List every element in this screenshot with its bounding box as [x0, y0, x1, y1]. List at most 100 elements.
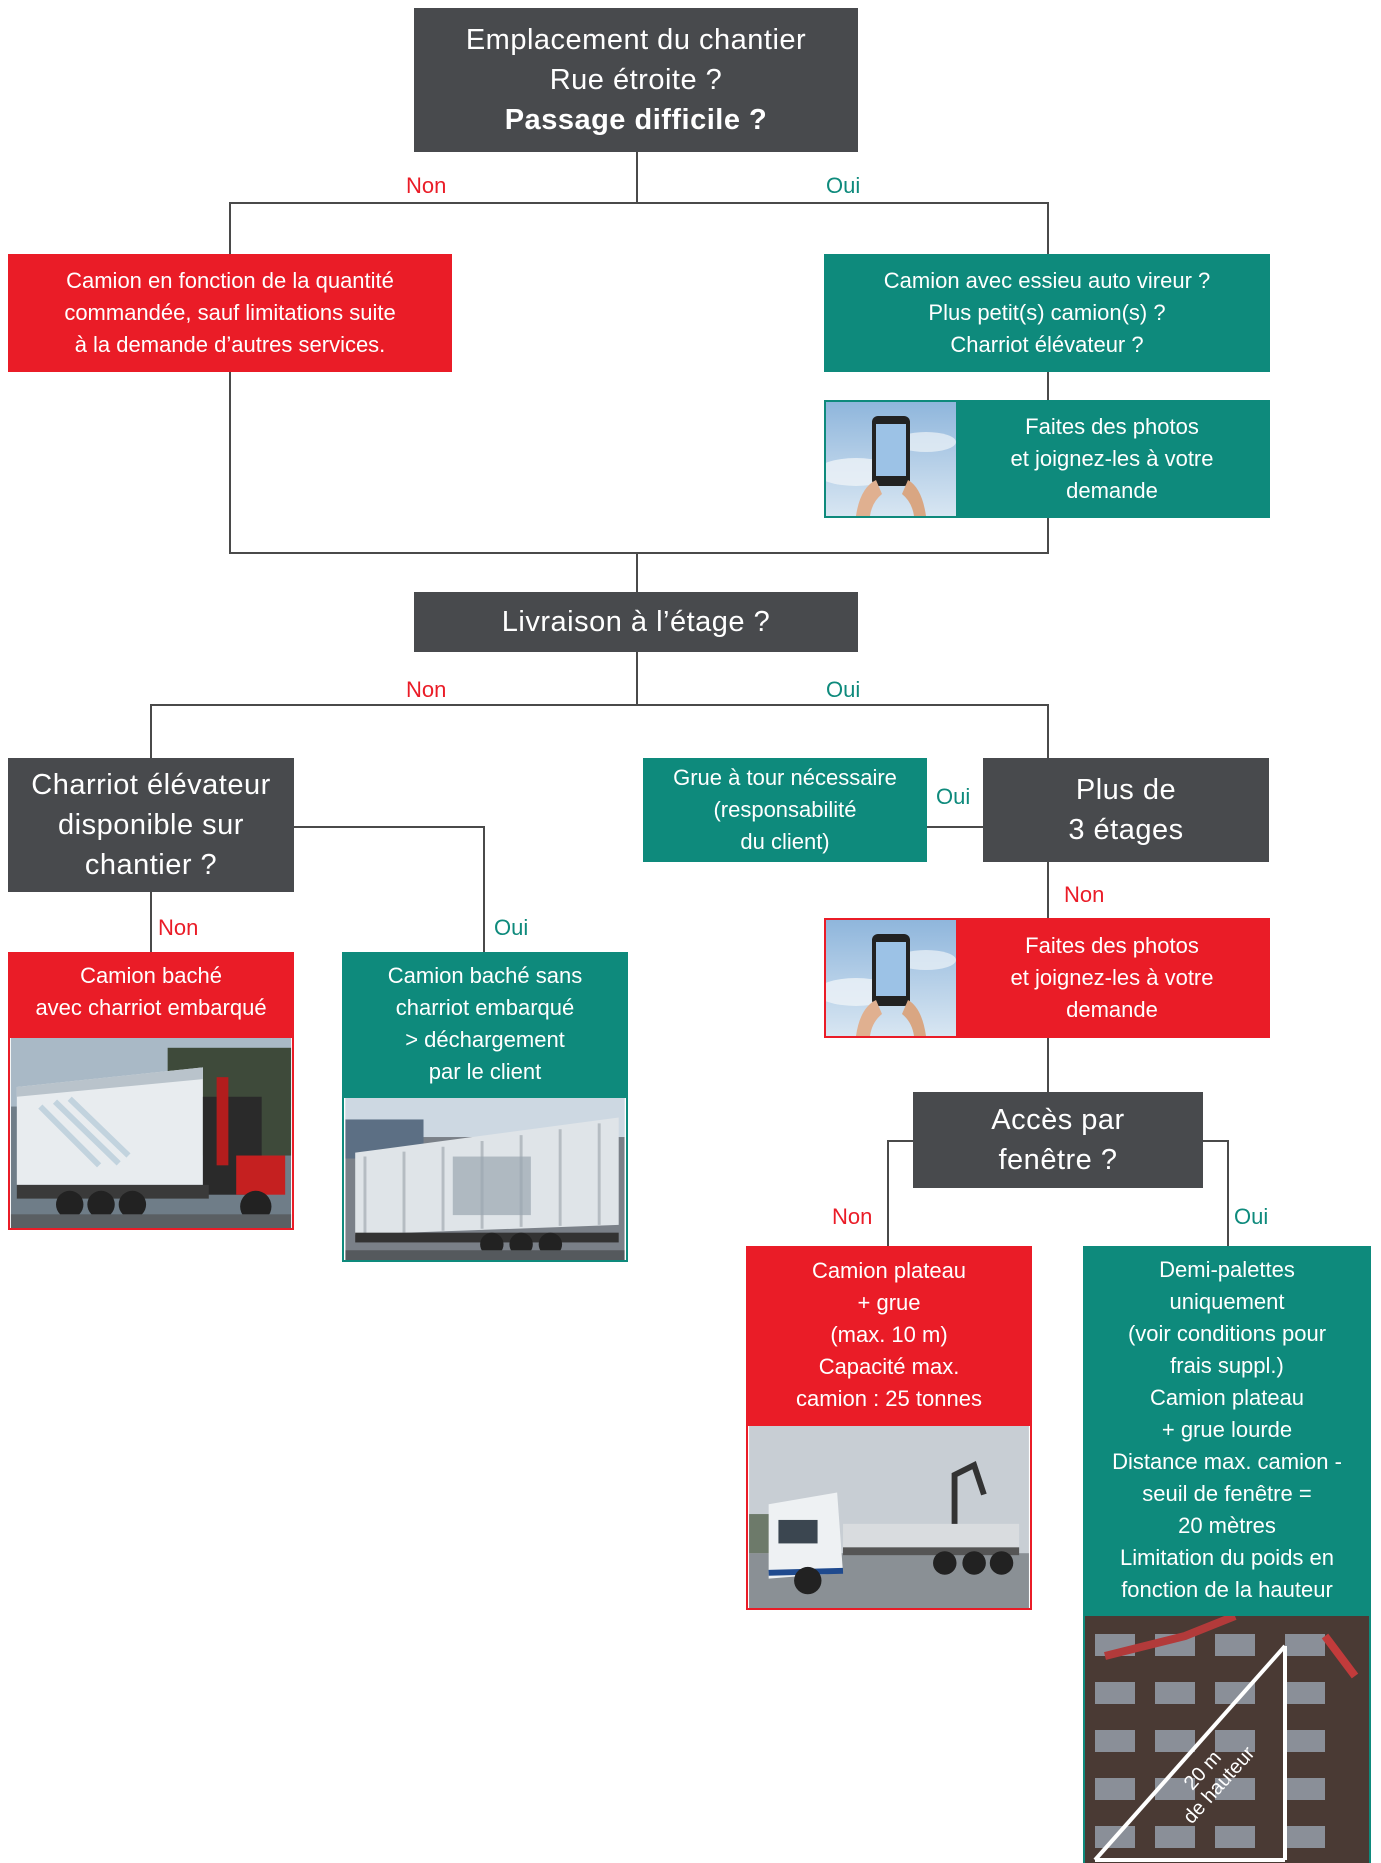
connector — [1047, 202, 1049, 254]
question-line: Emplacement du chantier — [465, 24, 807, 56]
connector — [927, 826, 983, 828]
tip-line: demande — [1066, 478, 1158, 503]
tip-line: Faites des photos — [1025, 933, 1199, 958]
connector — [483, 826, 485, 952]
answer-tower-crane-required: Grue à tour nécessaire (responsabilité d… — [643, 758, 927, 862]
answer-line: 20 mètres — [1178, 1513, 1276, 1538]
answer-line: (max. 10 m) — [830, 1322, 948, 1347]
answer-tarp-truck-no-forklift: Camion baché sans charriot embarqué > dé… — [342, 952, 628, 1096]
answer-line: seuil de fenêtre = — [1142, 1481, 1312, 1506]
answer-line: du client) — [740, 829, 830, 854]
answer-line: Charriot élévateur ? — [950, 332, 1144, 357]
connector — [636, 652, 638, 706]
answer-line: Camion en fonction de la quantité — [66, 268, 394, 293]
tip-line: et joignez-les à votre — [1010, 965, 1214, 990]
answer-line: Grue à tour nécessaire — [673, 765, 897, 790]
connector — [1047, 518, 1049, 554]
question-more-than-3-floors: Plus de 3 étages — [983, 758, 1269, 862]
connector — [150, 892, 152, 952]
answer-line: Demi-palettes — [1159, 1257, 1295, 1282]
question-forklift-on-site: Charriot élévateur disponible sur chanti… — [8, 758, 294, 892]
connector — [636, 552, 638, 592]
phone-photo-icon — [826, 402, 956, 516]
question-floor-delivery: Livraison à l’étage ? — [414, 592, 858, 652]
question-window-access: Accès par fenêtre ? — [913, 1092, 1203, 1188]
connector — [1047, 704, 1049, 758]
flatbed-crane-truck-photo — [746, 1424, 1032, 1610]
question-line: Passage difficile ? — [504, 104, 768, 136]
phone-photo-icon — [826, 920, 956, 1036]
tarp-truck-forklift-photo — [8, 1036, 294, 1230]
tarp-truck-photo — [342, 1096, 628, 1262]
question-line: disponible sur — [58, 809, 244, 841]
answer-line: (responsabilité — [713, 797, 857, 822]
answer-line: commandée, sauf limitations suite — [64, 300, 396, 325]
question-line: Charriot élévateur — [31, 769, 271, 801]
answer-line: Camion avec essieu auto vireur ? — [883, 268, 1211, 293]
question-line: Livraison à l’étage ? — [501, 606, 771, 638]
connector — [150, 704, 152, 758]
question-site-location: Emplacement du chantier Rue étroite ? Pa… — [414, 8, 858, 152]
answer-line: Camion plateau — [1149, 1385, 1305, 1410]
answer-line: Distance max. camion - — [1112, 1449, 1342, 1474]
question-line: fenêtre ? — [998, 1144, 1118, 1176]
connector — [229, 202, 1049, 204]
answer-line: Camion baché — [80, 963, 222, 988]
label-non: Non — [406, 173, 447, 198]
answer-special-vehicles: Camion avec essieu auto vireur ? Plus pe… — [824, 254, 1270, 372]
tip-line: demande — [1066, 997, 1158, 1022]
answer-line: Plus petit(s) camion(s) ? — [928, 300, 1166, 325]
label-non: Non — [1064, 882, 1105, 907]
building-facade-image — [1085, 1616, 1369, 1863]
connector — [229, 552, 1049, 554]
label-oui: Oui — [826, 677, 861, 702]
answer-half-pallets-heavy-crane: Demi-palettes uniquement (voir condition… — [1083, 1246, 1371, 1614]
answer-line: Limitation du poids en — [1119, 1545, 1335, 1570]
label-oui: Oui — [494, 915, 529, 940]
label-oui: Oui — [1234, 1204, 1269, 1229]
answer-standard-truck: Camion en fonction de la quantité comman… — [8, 254, 452, 372]
connector — [229, 202, 231, 254]
answer-line: avec charriot embarqué — [35, 995, 267, 1020]
question-line: chantier ? — [84, 849, 218, 881]
label-non: Non — [406, 677, 447, 702]
building-height-photo: 20 m de hauteur — [1083, 1614, 1371, 1863]
label-non: Non — [158, 915, 199, 940]
answer-line: uniquement — [1169, 1289, 1285, 1314]
connector — [293, 826, 484, 828]
answer-line: Camion plateau — [811, 1258, 967, 1283]
connector — [150, 704, 1049, 706]
answer-line: à la demande d’autres services. — [74, 332, 386, 357]
connector — [636, 152, 638, 204]
tip-line: Faites des photos — [1025, 414, 1199, 439]
label-oui: Oui — [826, 173, 861, 198]
answer-line: Camion baché sans — [387, 963, 583, 988]
answer-line: + grue lourde — [1161, 1417, 1293, 1442]
answer-line: fonction de la hauteur — [1121, 1577, 1333, 1602]
answer-line: par le client — [428, 1059, 542, 1084]
connector — [229, 372, 231, 554]
connector — [887, 1140, 889, 1246]
tip-line: et joignez-les à votre — [1010, 446, 1214, 471]
connector — [887, 1140, 913, 1142]
answer-line: frais suppl.) — [1170, 1353, 1284, 1378]
answer-line: (voir conditions pour — [1127, 1321, 1327, 1346]
connector — [1047, 862, 1049, 918]
answer-flatbed-crane: Camion plateau + grue (max. 10 m) Capaci… — [746, 1246, 1032, 1424]
answer-line: + grue — [857, 1290, 921, 1315]
connector — [1227, 1140, 1229, 1246]
connector — [1047, 1038, 1049, 1092]
connector — [1203, 1140, 1229, 1142]
answer-line: Capacité max. — [818, 1354, 960, 1379]
label-non: Non — [832, 1204, 873, 1229]
label-oui: Oui — [936, 784, 971, 809]
answer-line: camion : 25 tonnes — [796, 1386, 982, 1411]
question-line: Rue étroite ? — [549, 64, 723, 96]
answer-line: charriot embarqué — [395, 995, 575, 1020]
answer-tarp-truck-with-forklift: Camion baché avec charriot embarqué — [8, 952, 294, 1036]
answer-line: > déchargement — [405, 1027, 565, 1052]
question-line: 3 étages — [1068, 814, 1184, 846]
question-line: Plus de — [1075, 774, 1177, 806]
connector — [1047, 372, 1049, 400]
question-line: Accès par — [991, 1104, 1125, 1136]
